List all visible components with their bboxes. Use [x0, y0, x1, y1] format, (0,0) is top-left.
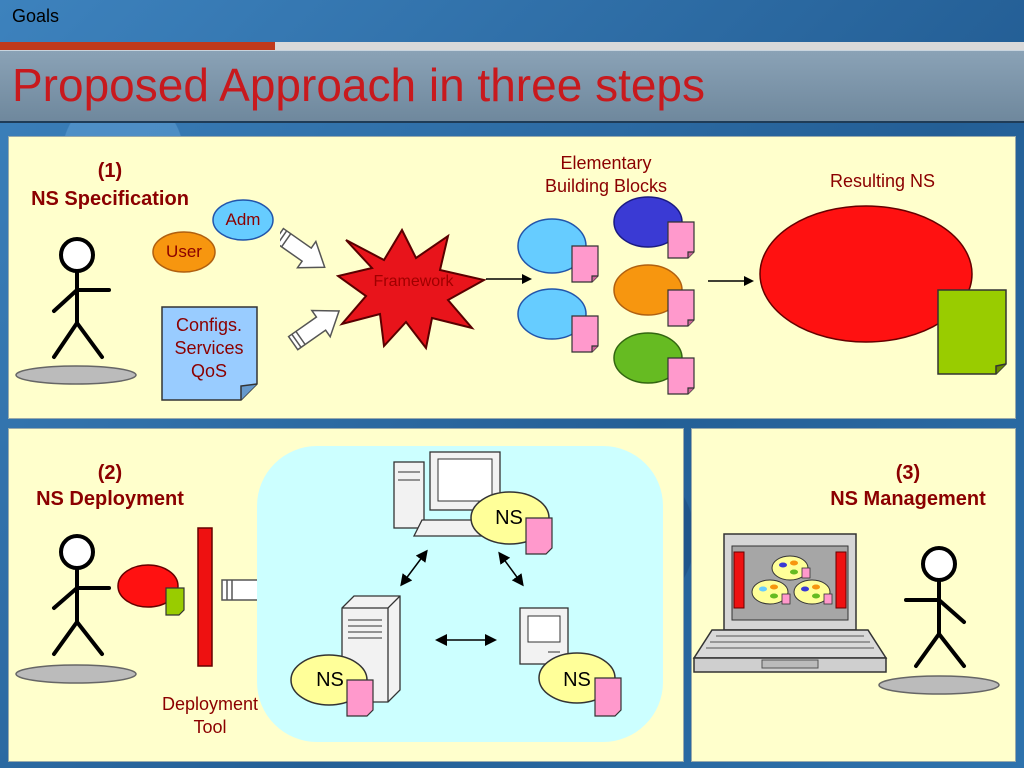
- deployment-tool-line-1: Deployment: [161, 694, 259, 714]
- deployment-tool-line-2: Tool: [193, 717, 227, 737]
- configs-line-1: Configs.: [175, 315, 243, 335]
- laptop-icon: [692, 533, 888, 673]
- mgmt-left-bar: [733, 551, 745, 609]
- ns-bubble-mac: [538, 652, 622, 717]
- resulting-ns: [759, 205, 1007, 375]
- mgmt-ns-cluster: [751, 555, 833, 605]
- ns-bubble-desktop: [470, 491, 553, 555]
- step2-stick-figure: [15, 534, 137, 684]
- arrow-framework-to-blocks: [486, 274, 532, 284]
- step1-number: (1): [97, 160, 123, 182]
- block-lightblue-2: [517, 288, 599, 353]
- step2-number: (2): [97, 462, 123, 484]
- step1-stick-figure: [15, 237, 137, 385]
- step2-title: NS Deployment: [36, 488, 184, 510]
- management-screen-content: [733, 551, 847, 609]
- framework-label: Framework: [373, 273, 454, 290]
- configs-note: [161, 306, 258, 401]
- arrow-blocks-to-result: [708, 276, 754, 286]
- adm-label: Adm: [225, 210, 261, 229]
- configs-line-2: Services: [174, 338, 244, 358]
- blocks-label-line-2: Building Blocks: [544, 176, 668, 196]
- block-green: [613, 332, 695, 395]
- step3-stick-figure: [878, 546, 1000, 695]
- adm-ellipse: [212, 199, 274, 241]
- section-label: Goals: [12, 6, 60, 26]
- step3-number: (3): [895, 462, 921, 484]
- arrow-down-right: [280, 221, 335, 282]
- title-band: [0, 50, 1024, 123]
- network-double-arrows: [400, 549, 524, 646]
- step2-base: [15, 664, 137, 684]
- deployment-ns-bubble: [117, 564, 185, 616]
- arrow-desktop-mac: [498, 551, 524, 587]
- result-label: Resulting NS: [829, 171, 936, 191]
- framework-starburst: [336, 227, 487, 351]
- deployment-tool-bar: [197, 527, 213, 667]
- block-lightblue-1: [517, 218, 599, 283]
- arrow-desktop-server: [400, 549, 428, 587]
- blocks-label-line-1: Elementary: [560, 153, 652, 173]
- block-blue: [613, 196, 695, 259]
- block-orange: [613, 264, 695, 327]
- grey-stripe: [275, 42, 1024, 50]
- ns-label-server: NS: [316, 669, 344, 691]
- mgmt-right-bar: [835, 551, 847, 609]
- page-title: Proposed Approach in three steps: [12, 59, 706, 111]
- accent-stripe: [0, 42, 275, 50]
- ns-label-desktop: NS: [495, 507, 523, 529]
- user-label: User: [166, 242, 202, 261]
- step3-base: [878, 675, 1000, 695]
- user-ellipse: [152, 231, 216, 273]
- step3-title: NS Management: [830, 488, 986, 510]
- mac-computer-icon: [519, 607, 569, 665]
- configs-line-3: QoS: [190, 361, 228, 381]
- building-blocks: [517, 196, 695, 395]
- ns-bubble-server: [290, 654, 374, 717]
- ns-label-mac: NS: [563, 669, 591, 691]
- step1-title: NS Specification: [31, 188, 189, 210]
- step1-base: [15, 365, 137, 385]
